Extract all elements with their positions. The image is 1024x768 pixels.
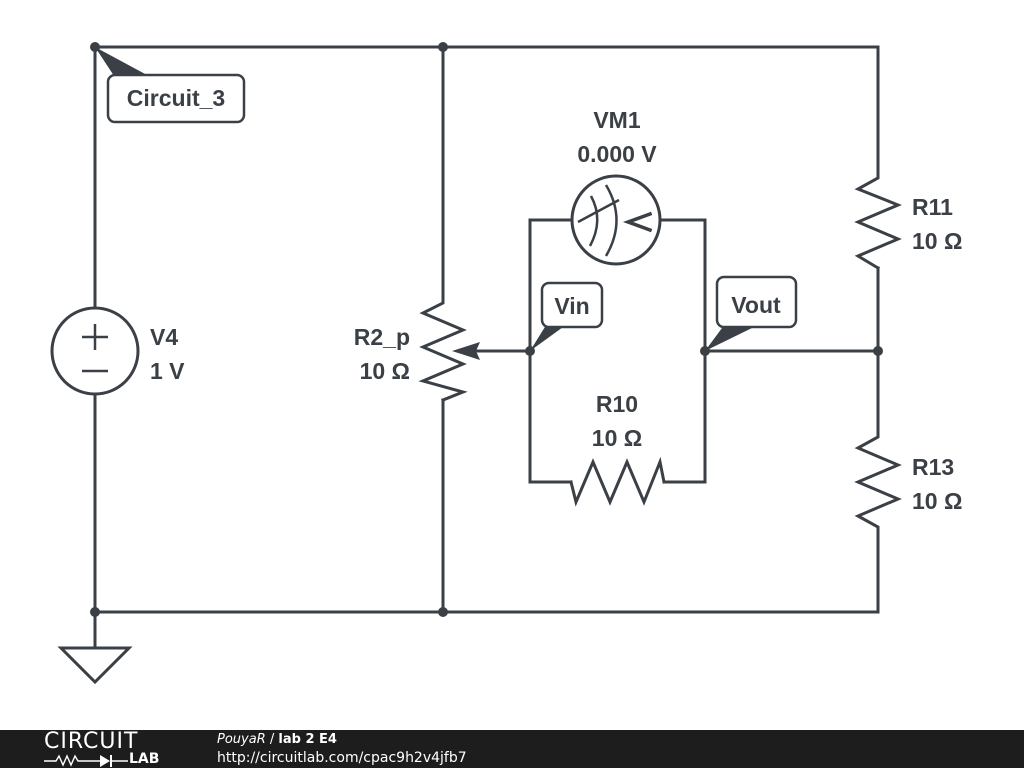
wire-vin-vm1: [528, 218, 574, 353]
vm1-reading-label: 0.000 V: [577, 141, 657, 167]
ground-symbol[interactable]: [57, 646, 133, 685]
resistor-r11[interactable]: R11 10 Ω: [854, 173, 962, 271]
footer-separator: /: [265, 732, 279, 747]
junction-dot: [438, 42, 448, 52]
junction-dot: [90, 607, 100, 617]
tag-pointer: [705, 328, 752, 351]
voltage-source-circle: [50, 306, 140, 396]
circuitlab-logo-icon: [44, 754, 128, 767]
net-label-vin[interactable]: Vin: [530, 281, 604, 351]
r2p-value-label: 10 Ω: [360, 358, 410, 384]
junction-dot: [873, 346, 883, 356]
junction-dot: [438, 607, 448, 617]
net-label-vout[interactable]: Vout: [705, 275, 798, 351]
circuitlab-logo-text: CIRCUIT: [44, 729, 139, 754]
voltmeter-needle-icon: [577, 198, 620, 224]
junctions: [90, 42, 883, 617]
r13-name-label: R13: [912, 454, 954, 480]
tag-box: [106, 73, 246, 124]
footer-url-link[interactable]: http://circuitlab.com/cpac9h2v4jfb7: [217, 750, 467, 766]
wire-r10-vout: [662, 349, 707, 484]
circuitlab-logo-lab: LAB: [129, 751, 160, 767]
resistor-zigzag-icon: [854, 433, 902, 532]
circuit-name-label: Circuit_3: [127, 85, 225, 111]
resistor-r10[interactable]: R10 10 Ω: [569, 391, 666, 507]
wire-vm1-vout: [658, 218, 707, 353]
footer-bar: CIRCUIT LAB PouyaR / lab 2 E4 http://cir…: [0, 730, 1024, 768]
r2p-name-label: R2_p: [354, 324, 410, 350]
wire-top-rail: [93, 45, 880, 177]
wire-vin-r10: [528, 349, 573, 484]
ground-icon: [57, 646, 133, 685]
wire-bottom-rail: [93, 528, 880, 614]
footer-circuit-title[interactable]: lab 2 E4: [278, 732, 337, 747]
voltmeter-chevron-icon: [622, 211, 653, 233]
resistor-zigzag-icon: [418, 298, 468, 402]
r11-name-label: R11: [912, 194, 953, 220]
vin-label: Vin: [554, 293, 589, 319]
wiper-arrow-icon: [452, 342, 480, 360]
r10-name-label: R10: [596, 391, 638, 417]
r10-value-label: 10 Ω: [592, 425, 642, 451]
voltmeter-vm1[interactable]: VM1 0.000 V: [570, 107, 662, 266]
footer-user-link[interactable]: PouyaR: [217, 732, 266, 747]
v4-name-label: V4: [150, 324, 178, 350]
voltage-source-v4[interactable]: V4 1 V: [50, 306, 185, 396]
tag-pointer: [95, 47, 160, 82]
voltmeter-arc-icon: [604, 184, 618, 257]
vm1-name-label: VM1: [593, 107, 641, 133]
resistor-r13[interactable]: R13 10 Ω: [854, 433, 962, 532]
r13-value-label: 10 Ω: [912, 488, 962, 514]
circuit-schematic: Circuit_3 V4 1 V R2_p 10 Ω VM1 0.000 V R…: [50, 42, 962, 685]
voltmeter-arc-icon: [588, 195, 599, 247]
resistor-zigzag-icon: [854, 173, 902, 271]
vout-label: Vout: [731, 292, 781, 318]
voltmeter-circle: [570, 174, 662, 266]
r11-value-label: 10 Ω: [912, 228, 962, 254]
wires: [93, 45, 880, 649]
potentiometer-r2p[interactable]: R2_p 10 Ω: [354, 298, 480, 402]
footer-title-line: PouyaR / lab 2 E4: [217, 732, 337, 748]
tag-box: [715, 275, 798, 329]
tag-box: [540, 281, 604, 329]
v4-value-label: 1 V: [150, 358, 185, 384]
tag-pointer: [530, 322, 570, 351]
circuit-name-tag[interactable]: Circuit_3: [95, 47, 246, 124]
resistor-zigzag-icon: [569, 456, 666, 507]
